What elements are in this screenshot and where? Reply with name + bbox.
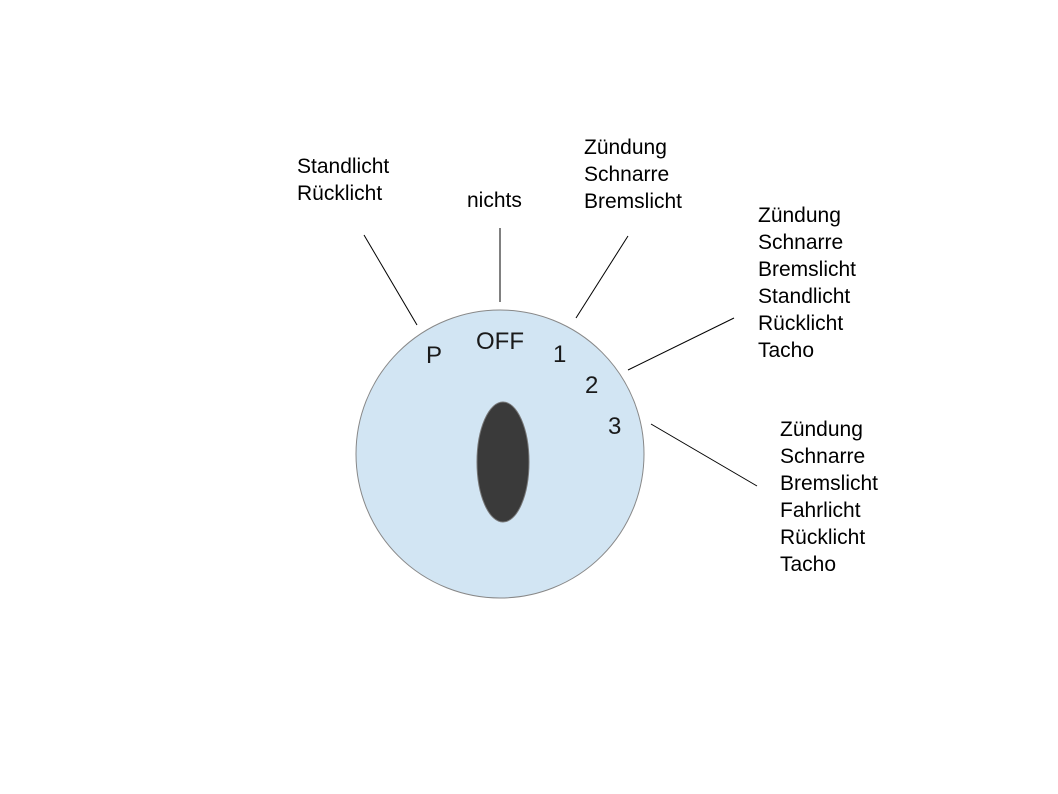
key-slot [476, 401, 530, 523]
label-off-line: nichts [467, 189, 522, 212]
label-1-line: Schnarre [584, 163, 670, 186]
label-p: Standlicht Rücklicht [297, 153, 389, 207]
label-1-line: Bremslicht [584, 190, 683, 213]
leader-line-3 [650, 423, 758, 487]
label-1-line: Zündung [584, 136, 667, 159]
label-3: Zündung Schnarre Bremslicht Fahrlicht Rü… [780, 416, 878, 578]
label-3-line: Rücklicht [780, 526, 866, 549]
label-2-line: Tacho [758, 339, 815, 362]
label-off: nichts [467, 187, 522, 214]
label-2-line: Bremslicht [758, 258, 857, 281]
label-2-line: Rücklicht [758, 312, 844, 335]
label-2-line: Zündung [758, 204, 841, 227]
label-1: Zündung Schnarre Bremslicht [584, 134, 682, 215]
position-3: 3 [608, 413, 622, 440]
label-3-line: Zündung [780, 418, 863, 441]
leader-line-p [363, 234, 418, 326]
label-2-line: Standlicht [758, 285, 851, 308]
position-1: 1 [553, 341, 567, 368]
position-off: OFF [476, 328, 524, 355]
leader-line-1 [575, 235, 629, 319]
label-3-line: Fahrlicht [780, 499, 861, 522]
leader-line-2 [627, 317, 735, 371]
label-3-line: Schnarre [780, 445, 866, 468]
label-2: Zündung Schnarre Bremslicht Standlicht R… [758, 202, 856, 364]
position-p: P [426, 342, 443, 369]
label-p-line: Standlicht [297, 155, 390, 178]
label-2-line: Schnarre [758, 231, 844, 254]
label-3-line: Bremslicht [780, 472, 879, 495]
label-3-line: Tacho [780, 553, 837, 576]
position-2: 2 [585, 372, 599, 399]
label-p-line: Rücklicht [297, 182, 383, 205]
